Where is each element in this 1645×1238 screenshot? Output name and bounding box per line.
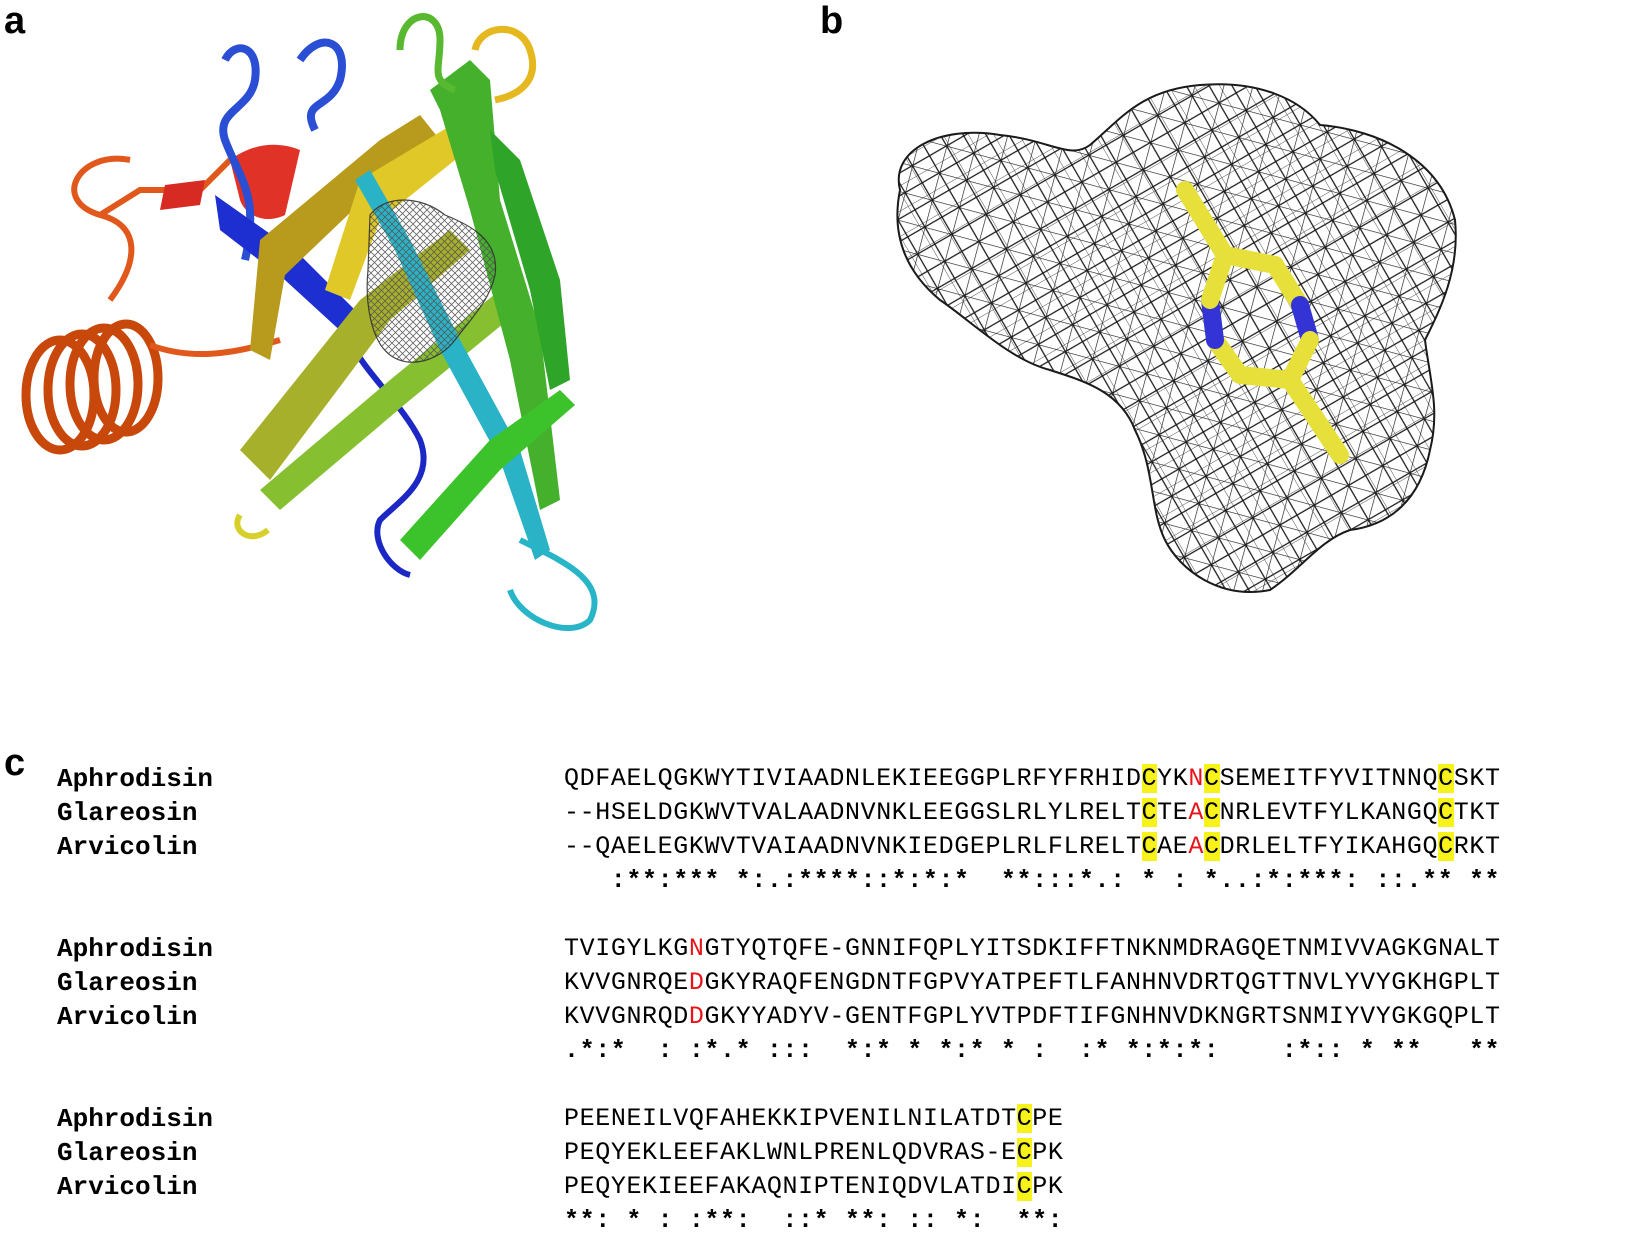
- strand-green-2: [490, 130, 570, 390]
- alignment-row: Arvicolin PEQYEKIEEFAKAQNIPTENIQDVLATDICP…: [0, 1170, 1645, 1204]
- loop-yellow-top: [471, 25, 537, 104]
- strand-green-3: [400, 390, 575, 560]
- alignment-row: Aphrodisin QDFAELQGKWYTIVIAADNLEKIEEGGPLR…: [0, 762, 1645, 796]
- helix-orange: [21, 319, 163, 455]
- consensus-row: **: * : :**: ::* **: :: *: **:: [0, 1204, 1645, 1238]
- alignment-row: Arvicolin --QAELEGKWVTVAIAADNVNKIEDGEPLRL…: [0, 830, 1645, 864]
- strand-green-1: [430, 60, 560, 510]
- sequence-name: Arvicolin: [57, 1002, 198, 1032]
- panel-label-b: b: [820, 0, 844, 42]
- alignment-row: Arvicolin KVVGNRQDDGKYYADYV-GENTFGPLYVTPD…: [0, 1000, 1645, 1034]
- sequence-name: Aphrodisin: [57, 1104, 214, 1134]
- sequence-residues: --HSELDGKWVTVALAADNVNKLEEGGSLRLYLRELTCTE…: [564, 798, 1501, 827]
- sequence-residues: --QAELEGKWVTVAIAADNVNKIEDGEPLRLFLRELTCAE…: [564, 832, 1501, 861]
- sequence-residues: PEENEILVQFAHEKKIPVENILNILATDTCPE: [564, 1104, 1064, 1133]
- consensus-symbols: **: * : :**: ::* **: :: *: **:: [564, 1206, 1064, 1235]
- loop-yellow-bottom: [234, 513, 270, 540]
- sequence-residues: KVVGNRQEDGKYRAQFENGDNTFGPVYATPEFTLFANHNV…: [564, 968, 1501, 997]
- sequence-residues: KVVGNRQDDGKYYADYV-GENTFGPLYVTPDFTIFGNHNV…: [564, 1002, 1501, 1031]
- consensus-row: :**:*** *:.:****::*:*:* **:::*.: * : *..…: [0, 864, 1645, 898]
- sequence-name: Aphrodisin: [57, 934, 214, 964]
- ligand-stick-model: [1176, 181, 1349, 464]
- consensus-symbols: :**:*** *:.:****::*:*:* **:::*.: * : *..…: [564, 866, 1501, 895]
- sequence-name: Arvicolin: [57, 832, 198, 862]
- panel-label-a: a: [4, 0, 26, 42]
- alignment-row: Aphrodisin PEENEILVQFAHEKKIPVENILNILATDTC…: [0, 1102, 1645, 1136]
- alignment-row: Glareosin PEQYEKLEEFAKLWNLPRENLQDVRAS-ECP…: [0, 1136, 1645, 1170]
- strand-yellow: [325, 120, 480, 300]
- loop-green-top: [396, 13, 457, 94]
- ligand-density-mesh: [896, 83, 1457, 593]
- sequence-residues: TVIGYLKGNGTYQTQFE-GNNIFQPLYITSDKIFFTNKNM…: [564, 934, 1501, 963]
- sequence-name: Glareosin: [57, 968, 198, 998]
- sequence-residues: PEQYEKIEEFAKAQNIPTENIQDVLATDICPK: [564, 1172, 1064, 1201]
- alignment-row: Glareosin --HSELDGKWVTVALAADNVNKLEEGGSLRL…: [0, 796, 1645, 830]
- strand-red: [160, 180, 205, 210]
- loop-blue-dark: [342, 328, 427, 578]
- sequence-residues: QDFAELQGKWYTIVIAADNLEKIEEGGPLRFYFRHIDCYK…: [564, 764, 1501, 793]
- alignment-row: Aphrodisin TVIGYLKGNGTYQTQFE-GNNIFQPLYITS…: [0, 932, 1645, 966]
- panel-label-c: c: [4, 742, 26, 784]
- consensus-row: .*:* : :*.* ::: *:* * *:* * : :* *:*:*: …: [0, 1034, 1645, 1068]
- sequence-name: Arvicolin: [57, 1172, 198, 1202]
- sequence-residues: PEQYEKLEEFAKLWNLPRENLQDVRAS-ECPK: [564, 1138, 1064, 1167]
- sequence-name: Glareosin: [57, 798, 198, 828]
- loop-blue: [219, 38, 346, 261]
- consensus-symbols: .*:* : :*.* ::: *:* * *:* * : :* *:*:*: …: [564, 1036, 1501, 1065]
- alignment-row: Glareosin KVVGNRQEDGKYRAQFENGDNTFGPVYATPE…: [0, 966, 1645, 1000]
- sequence-name: Glareosin: [57, 1138, 198, 1168]
- loop-cyan: [507, 537, 598, 632]
- protein-ribbon-structure: [21, 13, 598, 632]
- strand-olive: [250, 115, 440, 360]
- binding-pocket-mesh: [366, 199, 497, 363]
- sequence-name: Aphrodisin: [57, 764, 214, 794]
